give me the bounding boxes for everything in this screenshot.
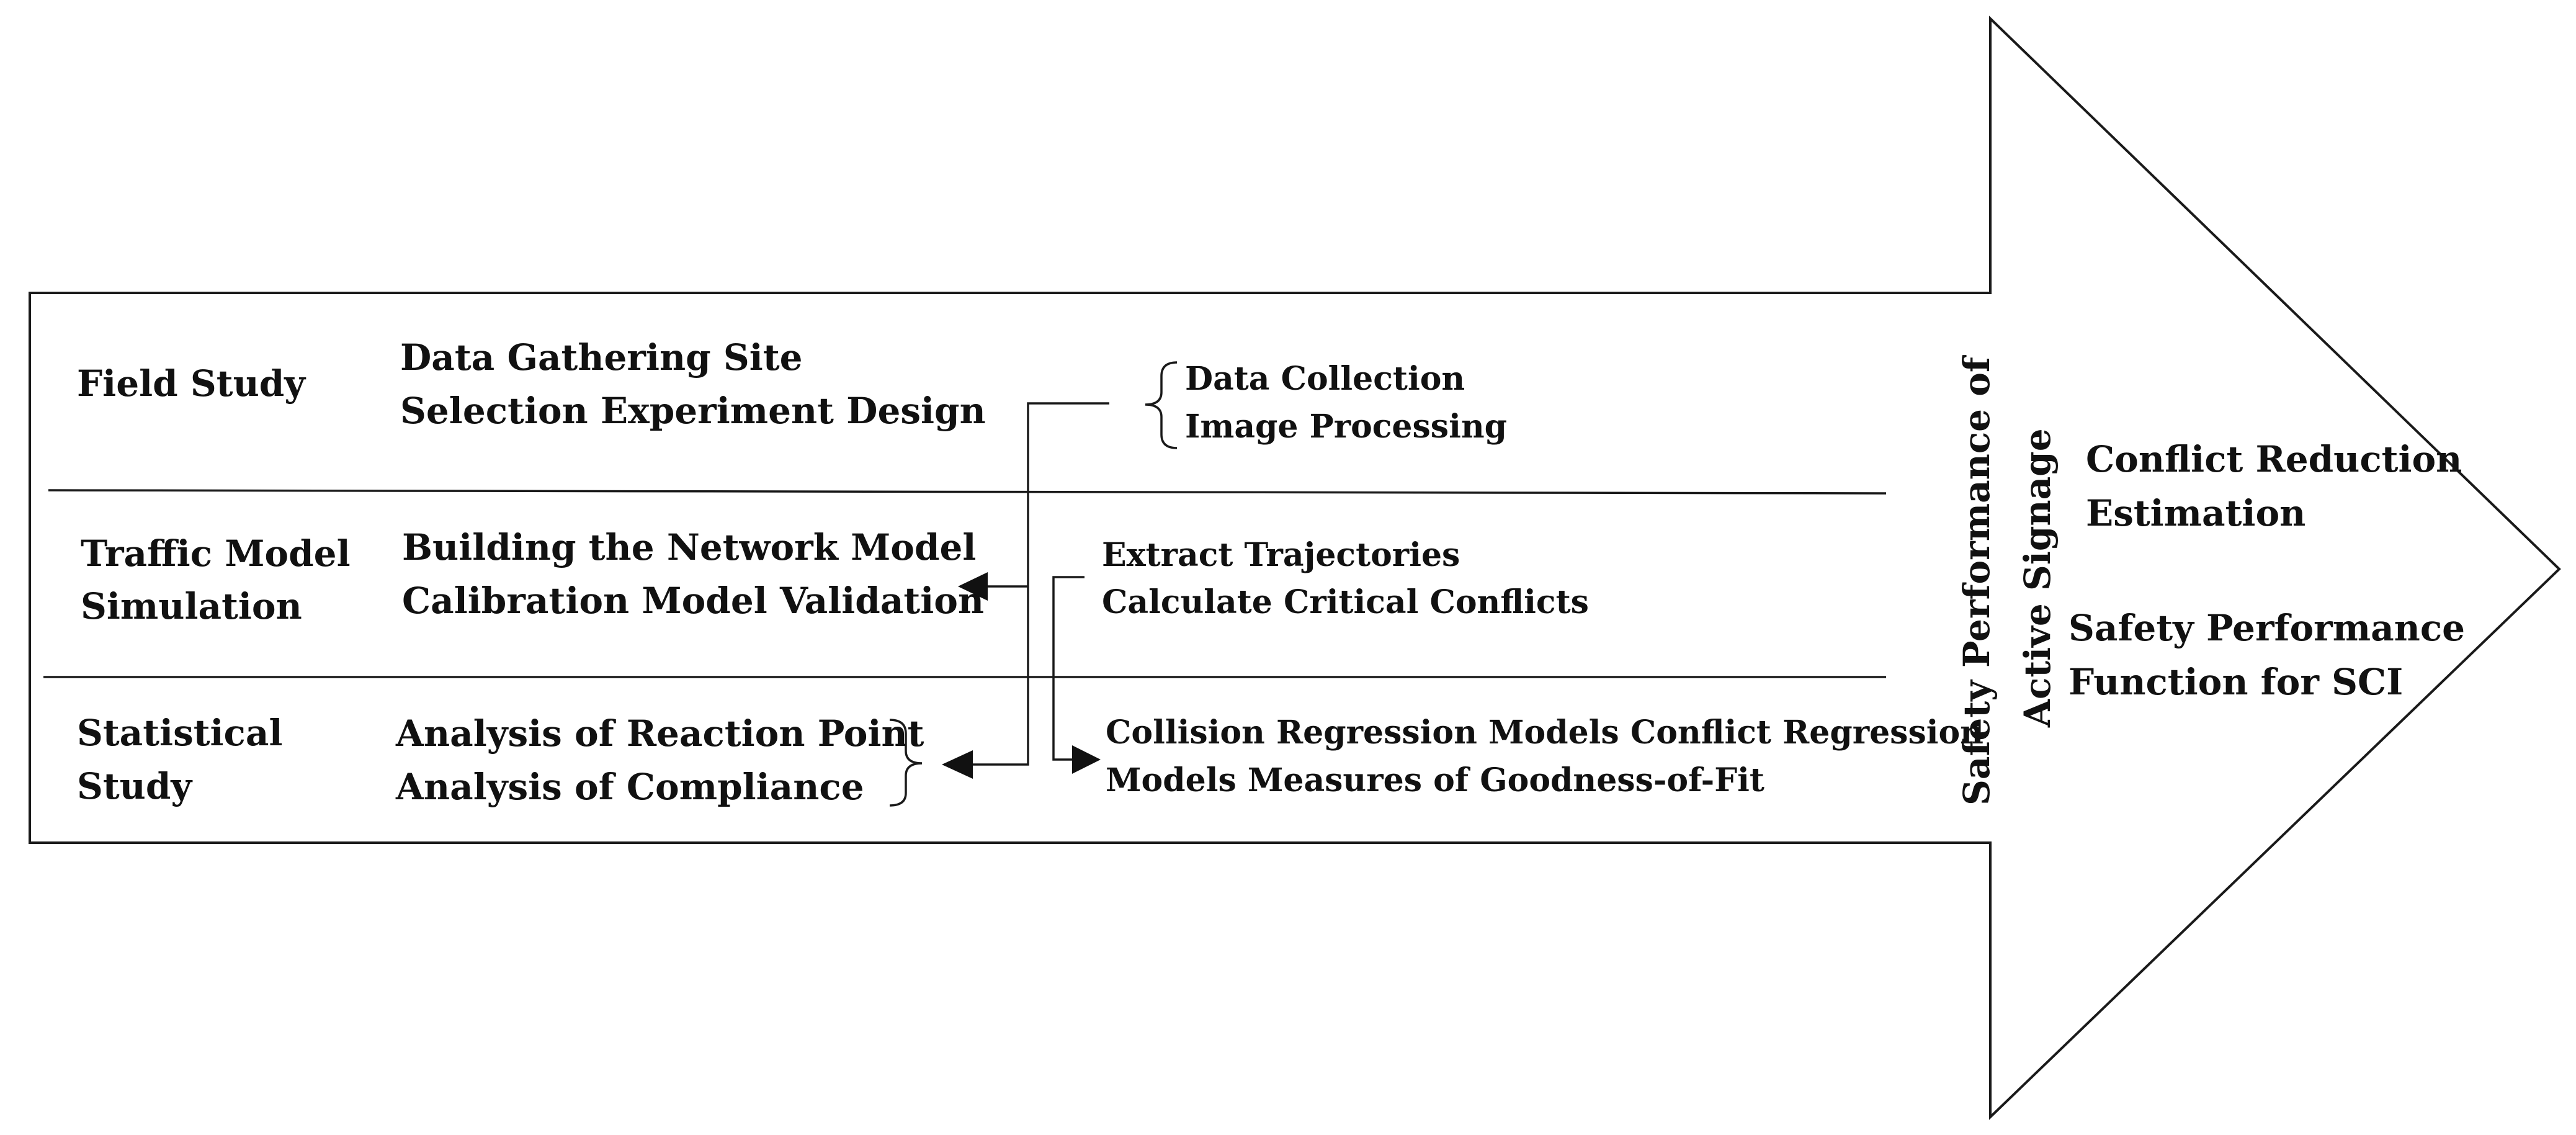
statistical-output-line2: Models Measures of Goodness-of-Fit bbox=[1106, 761, 1764, 799]
field-task-line2: Selection Experiment Design bbox=[400, 390, 986, 432]
row-divider-top bbox=[48, 489, 1887, 495]
vertical-title-line2: Active Signage bbox=[2016, 428, 2059, 728]
statistical-task-brace bbox=[889, 719, 923, 807]
traffic-output-line2: Calculate Critical Conflicts bbox=[1102, 583, 1589, 621]
arrowhead-to-statistical-output bbox=[1072, 745, 1101, 774]
stage-title-traffic-model-line1: Traffic Model bbox=[81, 532, 351, 575]
result-conflict-reduction-line1: Conflict Reduction bbox=[2086, 438, 2462, 480]
traffic-output-line1: Extract Trajectories bbox=[1102, 536, 1460, 574]
arrowhead-to-traffic-task bbox=[958, 572, 988, 601]
traffic-task-line2: Calibration Model Validation bbox=[402, 580, 984, 622]
statistical-output-line1: Collision Regression Models Conflict Reg… bbox=[1106, 714, 1983, 751]
result-safety-performance-line1: Safety Performance bbox=[2068, 607, 2465, 649]
statistical-task-line2: Analysis of Compliance bbox=[395, 766, 864, 808]
field-task-line1: Data Gathering Site bbox=[400, 336, 803, 379]
stage-title-traffic-model-line2: Simulation bbox=[81, 585, 302, 627]
stage-title-field-study: Field Study bbox=[77, 362, 306, 405]
arrow-outline bbox=[29, 16, 2561, 1120]
result-conflict-reduction-line2: Estimation bbox=[2086, 492, 2305, 534]
field-output-line1: Data Collection bbox=[1185, 360, 1465, 398]
statistical-task-line1: Analysis of Reaction Point bbox=[395, 712, 924, 755]
traffic-task-line1: Building the Network Model bbox=[402, 526, 976, 568]
arrowhead-to-statistical-task bbox=[942, 750, 973, 779]
field-output-line2: Image Processing bbox=[1185, 408, 1507, 446]
vertical-title-line1: Safety Performance of bbox=[1956, 354, 1998, 805]
stage-title-statistical-line1: Statistical bbox=[77, 712, 283, 754]
connector-field-to-tasks bbox=[971, 402, 1109, 766]
result-safety-performance-line2: Function for SCI bbox=[2068, 661, 2403, 703]
connector-traffic-to-statistical-output bbox=[1052, 576, 1085, 761]
field-output-brace bbox=[1145, 361, 1178, 449]
stage-title-statistical-line2: Study bbox=[77, 765, 193, 807]
